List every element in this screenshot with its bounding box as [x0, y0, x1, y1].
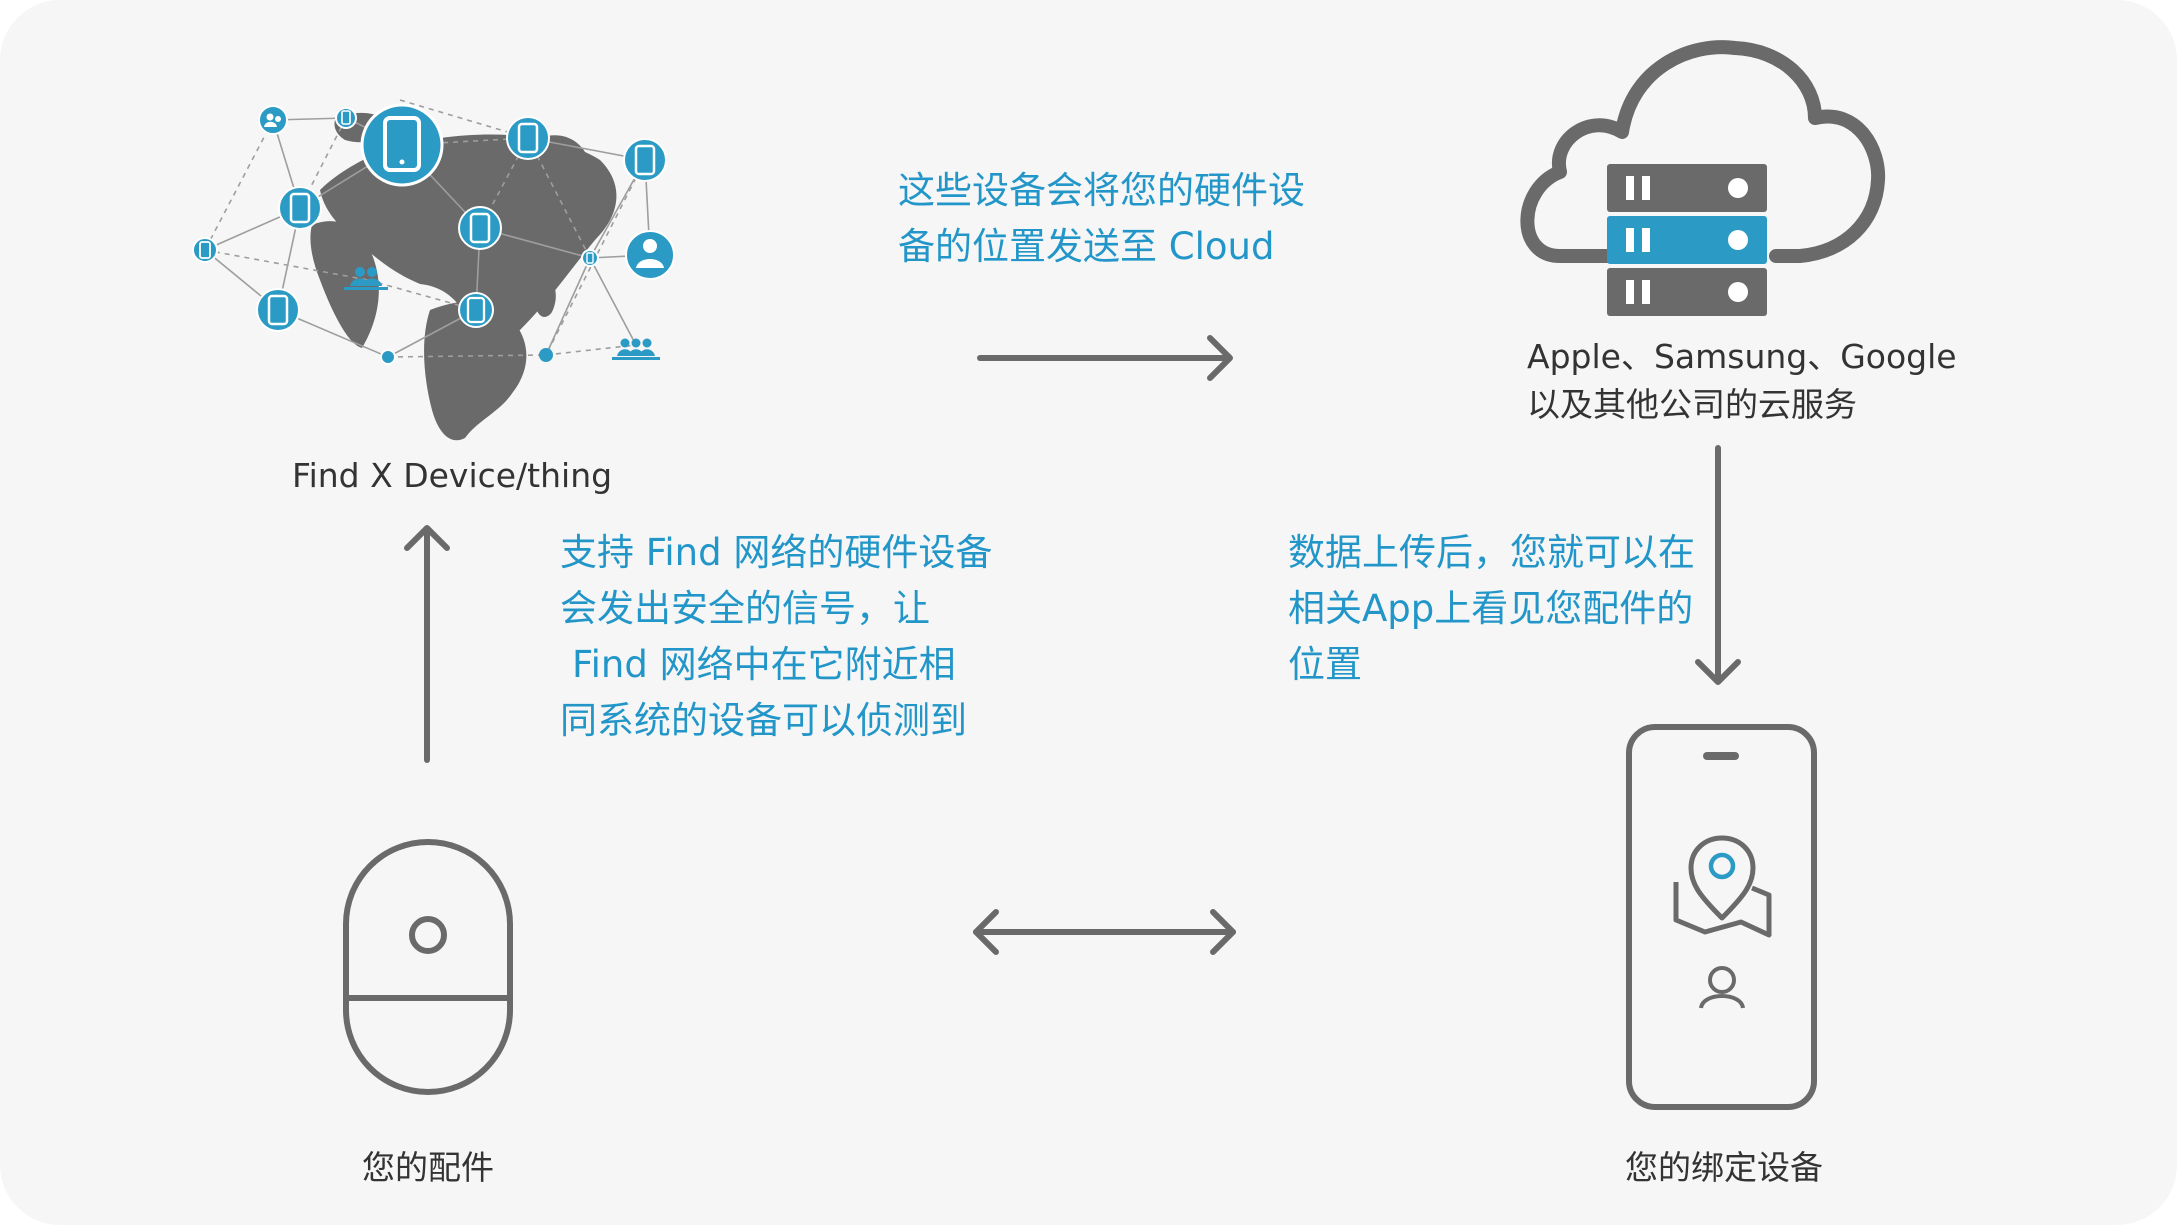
node-phone — [278, 186, 322, 230]
phone-label: 您的绑定设备 — [1625, 1148, 1823, 1187]
node-small — [258, 105, 288, 135]
cloud-server-icon — [1520, 40, 1886, 316]
message-to-cloud-line1: 这些设备会将您的硬件设 — [898, 169, 1305, 212]
node-group-icon — [344, 267, 388, 290]
arrow-down — [1695, 445, 1741, 685]
node-phone — [506, 116, 550, 160]
message-upload: 数据上传后，您就可以在 相关App上看见您配件的 位置 — [1288, 525, 1695, 693]
world-network-icon — [192, 99, 675, 441]
network-label: Find X Device/thing — [292, 456, 613, 495]
node-small — [539, 348, 553, 362]
message-signal-line3: Find 网络中在它附近相 — [572, 643, 956, 686]
message-signal: 支持 Find 网络的硬件设备 会发出安全的信号，让 Find 网络中在它附近相… — [560, 525, 992, 749]
cloud-label: Apple、Samsung、Google 以及其他公司的云服务 — [1527, 333, 1957, 429]
user-icon — [1708, 966, 1736, 994]
cloud-label-line1: Apple、Samsung、Google — [1527, 337, 1957, 376]
accessory-label: 您的配件 — [362, 1148, 494, 1187]
message-signal-line4: 同系统的设备可以侦测到 — [560, 699, 967, 742]
message-upload-line3: 位置 — [1288, 643, 1362, 686]
message-to-cloud-line2: 备的位置发送至 Cloud — [898, 225, 1275, 268]
node-small — [380, 349, 396, 365]
accessory-icon — [343, 839, 513, 1095]
location-pin-icon — [1688, 835, 1756, 921]
node-small — [335, 107, 357, 129]
world-map-continents — [310, 112, 617, 441]
message-upload-line2: 相关App上看见您配件的 — [1288, 587, 1694, 630]
cloud-label-line2: 以及其他公司的云服务 — [1527, 385, 1857, 424]
message-upload-line1: 数据上传后，您就可以在 — [1288, 531, 1695, 574]
node-phone — [623, 138, 667, 182]
message-signal-line2: 会发出安全的信号，让 — [560, 587, 930, 630]
node-person — [625, 230, 675, 280]
phone-icon — [1626, 724, 1817, 1110]
message-to-cloud: 这些设备会将您的硬件设 备的位置发送至 Cloud — [898, 163, 1305, 275]
node-phone — [458, 206, 502, 250]
arrow-bidirectional — [973, 909, 1236, 955]
arrow-up — [404, 525, 450, 763]
node-group-icon — [612, 338, 660, 360]
node-phone — [256, 288, 300, 332]
node-small — [581, 249, 599, 267]
node-phone — [458, 292, 494, 328]
message-signal-line1: 支持 Find 网络的硬件设备 — [560, 531, 993, 574]
node-phone-large — [360, 103, 444, 187]
node-small — [192, 237, 218, 263]
arrow-right — [977, 335, 1233, 381]
